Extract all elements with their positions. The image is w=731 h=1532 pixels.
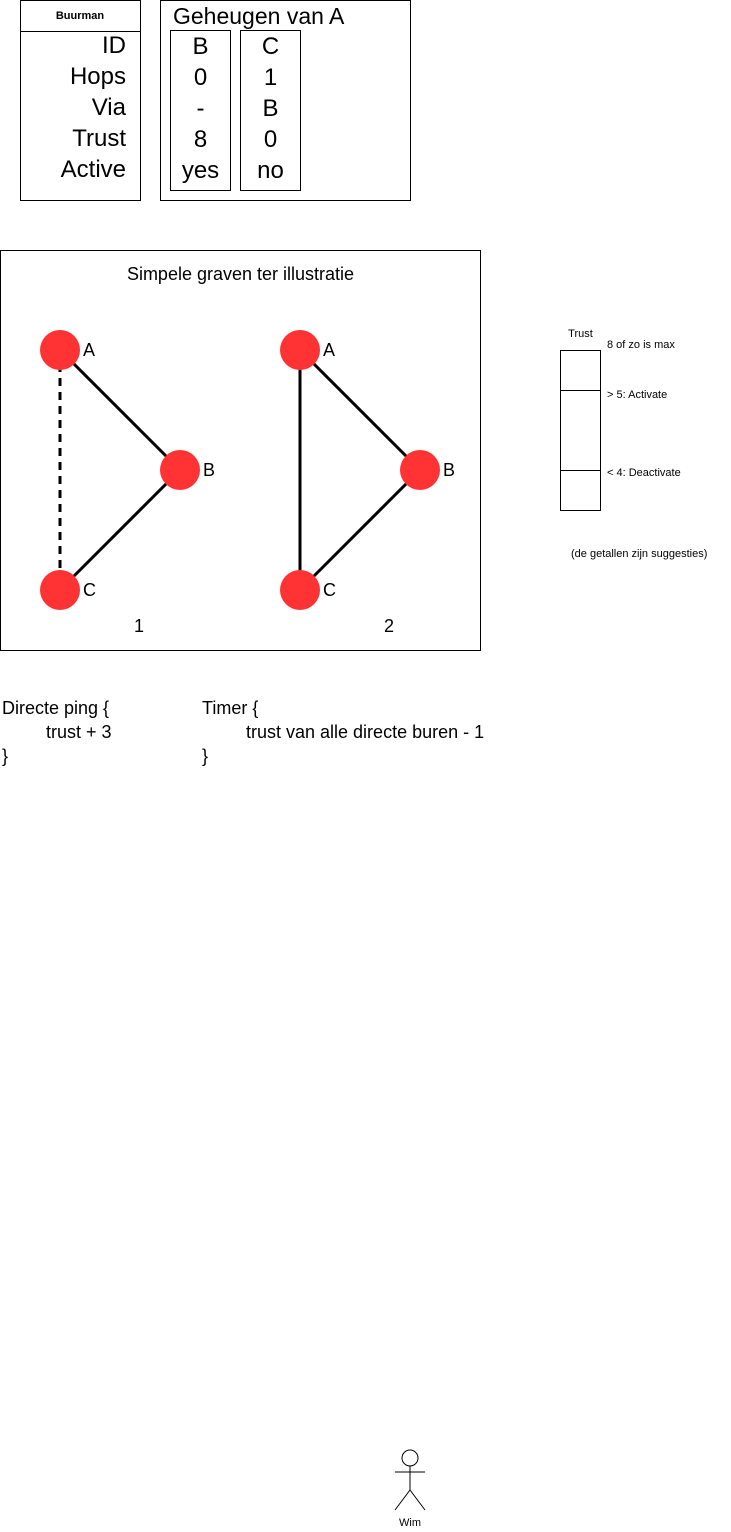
edge-a-b — [58, 348, 182, 472]
trust-scale-divider — [560, 390, 601, 391]
trust-deactivate-label: < 4: Deactivate — [607, 467, 681, 479]
memory-title: Geheugen van A — [173, 3, 345, 29]
field-label-trust: Trust — [72, 125, 126, 152]
buurman-box — [20, 0, 141, 201]
node-b — [160, 450, 200, 490]
node-label-a: A — [83, 340, 96, 360]
edge-b-c — [58, 468, 182, 592]
timer-open: Timer { — [202, 698, 259, 718]
trust-scale-bar — [560, 350, 601, 511]
memory-cell: C — [261, 33, 280, 60]
graph-label-1: 1 — [134, 616, 145, 636]
field-label-via: Via — [91, 94, 126, 121]
edge-a-b — [298, 348, 422, 472]
memory-cell: yes — [181, 157, 220, 184]
timer-body: trust van alle directe buren - 1 — [246, 722, 485, 742]
ping-open: Directe ping { — [2, 698, 110, 718]
memory-cell: - — [196, 95, 205, 122]
trust-activate-label: > 5: Activate — [607, 389, 668, 401]
edge-b-c — [298, 468, 422, 592]
graph-label-2: 2 — [384, 616, 395, 636]
memory-cell: 0 — [263, 126, 278, 153]
graph-title: Simpele graven ter illustratie — [126, 264, 355, 284]
node-c — [280, 570, 320, 610]
trust-scale-divider — [560, 470, 601, 471]
buurman-title: Buurman — [20, 0, 140, 32]
graph-diagram — [40, 330, 440, 610]
node-a — [40, 330, 80, 370]
trust-max-label: 8 of zo is max — [607, 339, 675, 351]
memory-cell: 1 — [263, 64, 278, 91]
trust-scale-title: Trust — [568, 328, 593, 340]
trust-note: (de getallen zijn suggesties) — [571, 548, 708, 560]
node-b — [400, 450, 440, 490]
memory-cell: 8 — [193, 126, 208, 153]
ping-body: trust + 3 — [46, 722, 112, 742]
actor-icon — [394, 1449, 426, 1511]
memory-cell: B — [262, 95, 279, 122]
node-c — [40, 570, 80, 610]
memory-cell: no — [257, 157, 284, 184]
node-label-b: B — [203, 460, 216, 480]
field-label-active: Active — [60, 156, 126, 183]
node-label-b: B — [443, 460, 456, 480]
ping-close: } — [2, 746, 9, 766]
node-label-a: A — [323, 340, 336, 360]
actor-name: Wim — [399, 1517, 421, 1529]
node-a — [280, 330, 320, 370]
node-label-c: C — [323, 580, 336, 600]
memory-cell: 0 — [193, 64, 208, 91]
memory-cell: B — [192, 33, 209, 60]
timer-close: } — [202, 746, 209, 766]
node-label-c: C — [83, 580, 96, 600]
field-label-id: ID — [102, 32, 126, 59]
memory-column-c: C 1 B 0 no — [240, 30, 301, 191]
memory-column-b: B 0 - 8 yes — [170, 30, 231, 191]
field-label-hops: Hops — [69, 63, 126, 90]
